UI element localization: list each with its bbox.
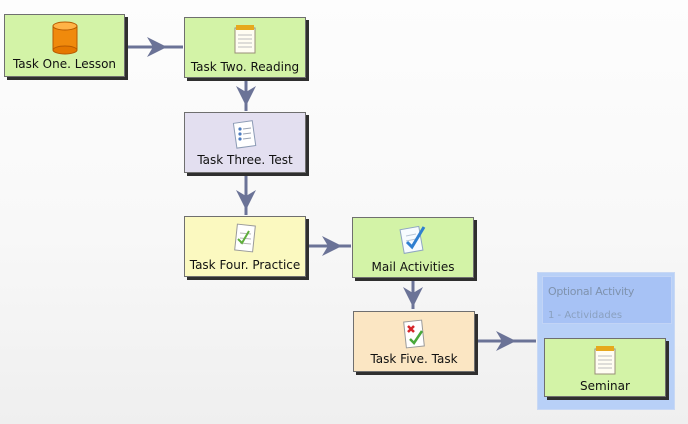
arrowhead-mail-five <box>403 287 423 307</box>
task-two-node[interactable]: Task Two. Reading <box>184 17 306 78</box>
task-four-node[interactable]: Task Four. Practice <box>184 216 306 277</box>
graded-sheet-icon <box>403 319 425 349</box>
task-five-label: Task Five. Task <box>370 352 458 366</box>
arrowhead-two-three <box>236 86 256 106</box>
seminar-node[interactable]: Seminar <box>544 338 666 397</box>
notepad-icon <box>594 346 616 375</box>
task-five-node[interactable]: Task Five. Task <box>353 311 475 372</box>
arrowhead-five-optional <box>496 331 516 351</box>
notepad-icon <box>234 25 256 54</box>
task-one-label: Task One. Lesson <box>12 57 117 71</box>
checkmark-sheet-icon <box>399 225 426 254</box>
practice-sheet-icon <box>234 223 256 253</box>
database-icon <box>52 21 77 55</box>
optional-activity-group[interactable]: Optional Activity 1 - Actividades Semina… <box>537 272 675 410</box>
optional-activity-header: Optional Activity 1 - Actividades <box>542 276 672 324</box>
task-one-node[interactable]: Task One. Lesson <box>4 14 125 77</box>
test-sheet-icon <box>232 120 257 149</box>
optional-activity-title: Optional Activity <box>548 285 635 298</box>
arrowhead-one-two <box>147 37 167 57</box>
arrowhead-three-four <box>236 190 256 210</box>
task-three-node[interactable]: Task Three. Test <box>184 112 306 173</box>
task-four-label: Task Four. Practice <box>189 258 301 272</box>
arrowhead-four-mail <box>322 236 342 256</box>
seminar-label: Seminar <box>580 379 630 393</box>
task-three-label: Task Three. Test <box>197 153 293 167</box>
mail-activities-label: Mail Activities <box>371 260 455 274</box>
optional-activity-subtitle: 1 - Actividades <box>548 310 623 321</box>
mail-activities-node[interactable]: Mail Activities <box>352 217 474 278</box>
task-two-label: Task Two. Reading <box>190 60 300 74</box>
